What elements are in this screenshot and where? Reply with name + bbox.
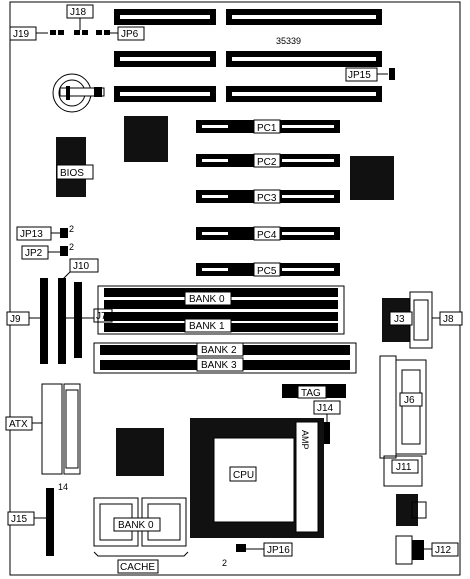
jp16-pin: 2 — [222, 558, 227, 568]
j6-label: J6 — [404, 395, 415, 406]
j10-label: J10 — [73, 261, 90, 272]
j18-callout: J18 — [66, 4, 94, 30]
pc5-label: PC5 — [257, 266, 277, 277]
j11-label: J11 — [396, 462, 412, 473]
cache-controller-chip — [116, 428, 164, 476]
j6-connector: J6 — [379, 355, 427, 459]
j19-callout: J19 — [9, 26, 48, 41]
cache-bank-label: BANK 0 — [118, 520, 154, 531]
ps2-connector — [396, 494, 427, 526]
tag-chip: TAG — [282, 384, 346, 399]
j14-label: J14 — [317, 403, 334, 414]
chipset-chip — [124, 116, 168, 162]
j14-callout: J14 — [313, 400, 341, 444]
jp13-callout: JP13 2 — [16, 224, 74, 241]
bank2-label: BANK 2 — [201, 345, 237, 356]
pc4-label: PC4 — [257, 230, 277, 241]
j12-label: J12 — [435, 545, 452, 556]
jp16-label: JP16 — [267, 545, 290, 556]
jp13-pin: 2 — [69, 224, 74, 234]
tag-label: TAG — [301, 388, 321, 399]
bank3-label: BANK 3 — [201, 360, 237, 371]
j3-label: J3 — [394, 314, 405, 325]
j19-label: J19 — [13, 29, 30, 40]
cpu-socket: CPU AMP — [190, 418, 324, 538]
header-pins-top — [50, 30, 110, 35]
cpu-label: CPU — [233, 470, 254, 481]
pci-labels: PC1 PC2 PC3 PC4 PC5 — [253, 119, 281, 277]
j8-label: J8 — [443, 314, 454, 325]
j15-pin: 14 — [58, 482, 68, 492]
bios-chip: BIOS — [56, 137, 94, 197]
j12-connector: J12 — [395, 535, 459, 565]
board-code: 35339 — [276, 36, 301, 46]
battery — [52, 73, 105, 113]
jp2-label: JP2 — [25, 248, 43, 259]
jp15-callout: JP15 — [345, 67, 395, 82]
bank3-label-box: BANK 3 — [196, 357, 244, 372]
j9-label: J9 — [10, 314, 21, 325]
j15-callout: J15 — [7, 511, 46, 526]
j7-label: J7 — [96, 311, 107, 322]
jp6-label: JP6 — [121, 29, 139, 40]
j9-callout: J9 — [6, 311, 40, 326]
j8-callout: J8 — [432, 311, 463, 326]
jp13-label: JP13 — [20, 229, 43, 240]
bank1-label: BANK 1 — [189, 321, 225, 332]
atx-label: ATX — [9, 419, 28, 430]
jp16-callout: JP16 2 — [222, 542, 293, 568]
j15-label: J15 — [11, 514, 28, 525]
jp2-callout: JP2 2 — [21, 242, 74, 260]
j11-connector: J11 — [383, 455, 423, 487]
isa-slots — [114, 9, 382, 102]
pc3-label: PC3 — [257, 193, 277, 204]
bios-label: BIOS — [60, 168, 84, 179]
jp6-callout: JP6 — [110, 26, 145, 41]
pc2-label: PC2 — [257, 157, 277, 168]
jp2-pin: 2 — [69, 242, 74, 252]
bank0-label: BANK 0 — [189, 294, 225, 305]
amp-label: AMP — [300, 430, 310, 450]
j3-connector: J3 — [382, 291, 433, 349]
bank1-label-box: BANK 1 — [184, 318, 232, 333]
bank0-label-box: BANK 0 — [184, 291, 232, 306]
cache-sockets: BANK 0 CACHE — [93, 497, 189, 574]
jp15-label: JP15 — [348, 70, 371, 81]
j15-header: 14 — [46, 482, 68, 556]
atx-callout: ATX — [5, 416, 42, 431]
board-outline — [9, 1, 461, 576]
bank2-label-box: BANK 2 — [196, 342, 244, 357]
j10-callout: J10 — [61, 258, 99, 281]
pc1-label: PC1 — [257, 123, 277, 134]
io-chip — [350, 156, 394, 200]
j18-label: J18 — [70, 7, 87, 18]
ide-connectors — [40, 278, 82, 364]
cache-label: CACHE — [120, 562, 155, 573]
atx-connector — [41, 383, 81, 475]
